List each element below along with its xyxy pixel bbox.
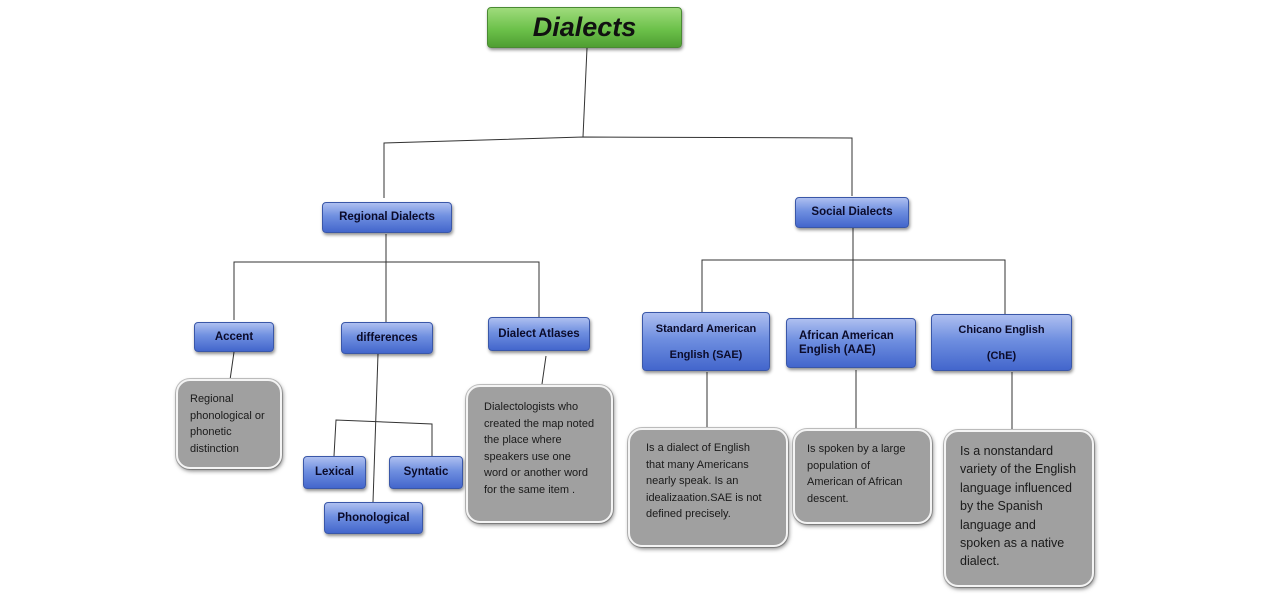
sae-note: Is a dialect of English that many Americ… bbox=[628, 428, 788, 547]
che-node: Chicano English (ChE) bbox=[931, 314, 1072, 371]
lexical-node: Lexical bbox=[303, 456, 366, 489]
differences-node: differences bbox=[341, 322, 433, 354]
syntatic-node: Syntatic bbox=[389, 456, 463, 489]
aae-note: Is spoken by a large population of Ameri… bbox=[793, 429, 932, 524]
sae-node: Standard American English (SAE) bbox=[642, 312, 770, 371]
regional-dialects-node: Regional Dialects bbox=[322, 202, 452, 233]
accent-note: Regional phonological or phonetic distin… bbox=[176, 379, 282, 469]
phonological-node: Phonological bbox=[324, 502, 423, 534]
title-node: Dialects bbox=[487, 7, 682, 48]
dialect-atlases-note: Dialectologists who created the map note… bbox=[466, 385, 613, 523]
aae-node: African American English (AAE) bbox=[786, 318, 916, 368]
social-dialects-node: Social Dialects bbox=[795, 197, 909, 228]
dialect-atlases-node: Dialect Atlases bbox=[488, 317, 590, 351]
che-note: Is a nonstandard variety of the English … bbox=[944, 430, 1094, 587]
accent-node: Accent bbox=[194, 322, 274, 352]
